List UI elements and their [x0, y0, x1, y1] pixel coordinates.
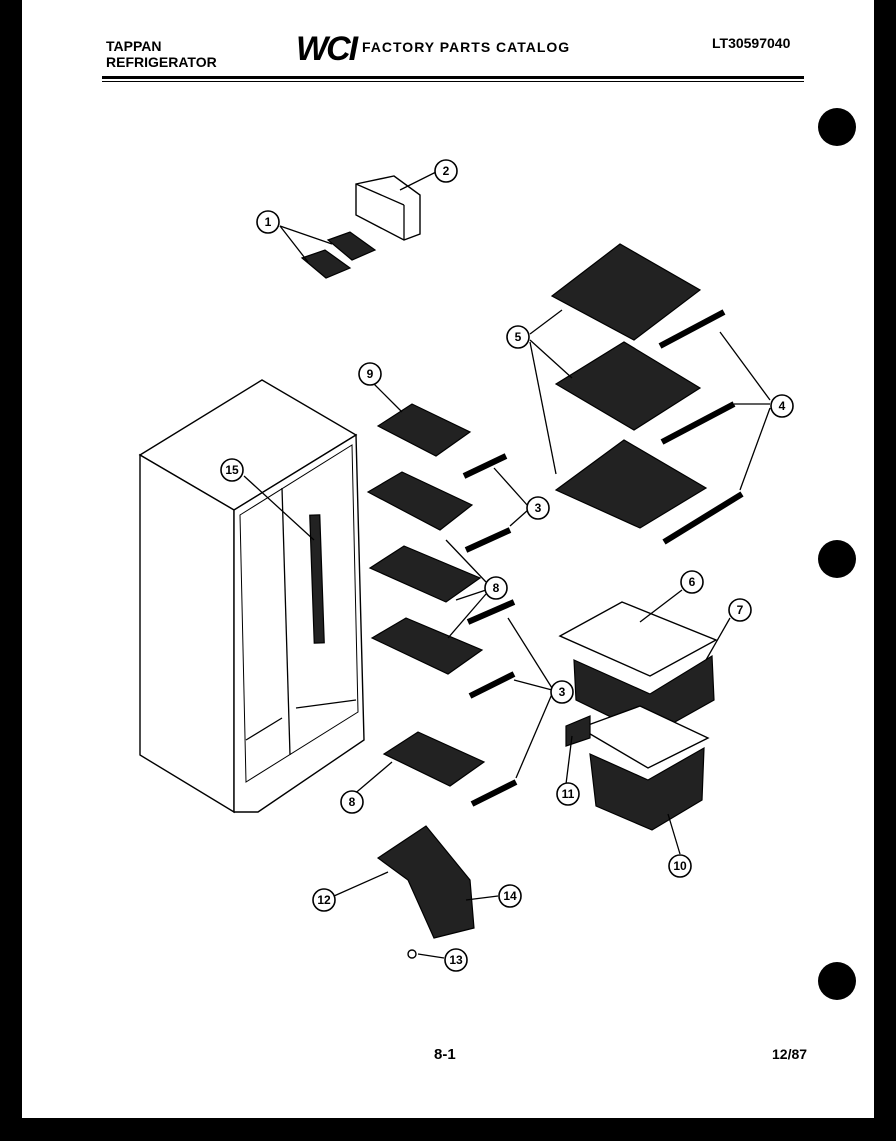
wci-logo: WCI — [296, 30, 358, 68]
binder-hole-top — [818, 108, 856, 146]
header-brand-line2: REFRIGERATOR — [106, 54, 217, 70]
crisper-assembly — [558, 601, 718, 831]
callout-7: 7 — [728, 598, 752, 622]
wire-basket — [376, 825, 475, 959]
page-number: 8-1 — [434, 1046, 456, 1063]
svg-text:6: 6 — [689, 575, 696, 589]
header-brand-line1: TAPPAN — [106, 38, 162, 54]
callout-8-middle: 8 — [484, 576, 508, 600]
svg-text:11: 11 — [562, 787, 575, 801]
left-shelf-rods — [462, 453, 518, 807]
svg-text:14: 14 — [503, 889, 517, 903]
callout-8-bottom: 8 — [340, 790, 364, 814]
cabinet-shell — [138, 379, 365, 814]
svg-text:13: 13 — [449, 953, 463, 967]
svg-text:2: 2 — [443, 164, 450, 178]
catalog-title: FACTORY PARTS CATALOG — [362, 39, 571, 55]
callout-2: 2 — [434, 159, 458, 183]
callout-3-upper: 3 — [526, 496, 550, 520]
header-brand: TAPPAN REFRIGERATOR — [106, 38, 217, 70]
header-rule — [102, 76, 804, 79]
callout-15: 15 — [220, 458, 244, 482]
callout-1: 1 — [256, 210, 280, 234]
left-shelves — [366, 403, 486, 787]
svg-text:3: 3 — [559, 685, 566, 699]
wire-shelves — [550, 243, 708, 529]
callout-9: 9 — [358, 362, 382, 386]
svg-text:8: 8 — [349, 795, 356, 809]
leader-lines — [243, 171, 771, 959]
svg-text:3: 3 — [535, 501, 542, 515]
svg-text:12: 12 — [317, 893, 331, 907]
svg-text:15: 15 — [225, 463, 239, 477]
callout-4: 4 — [770, 394, 794, 418]
svg-text:7: 7 — [737, 603, 744, 617]
svg-text:9: 9 — [367, 367, 374, 381]
egg-tray-and-bin — [300, 175, 421, 279]
callout-5: 5 — [506, 325, 530, 349]
svg-text:5: 5 — [515, 330, 522, 344]
callout-11: 11 — [556, 782, 580, 806]
callout-10: 10 — [668, 854, 692, 878]
shelf-rail — [309, 514, 325, 644]
print-date: 12/87 — [772, 1046, 808, 1062]
callout-3-lower: 3 — [550, 680, 574, 704]
callout-6: 6 — [680, 570, 704, 594]
header-rule-thin — [102, 81, 804, 82]
binder-hole-middle — [818, 540, 856, 578]
model-code: LT30597040 — [712, 35, 791, 51]
callout-14: 14 — [498, 884, 522, 908]
svg-text:1: 1 — [265, 215, 272, 229]
svg-text:10: 10 — [673, 859, 687, 873]
svg-text:8: 8 — [493, 581, 500, 595]
svg-text:4: 4 — [779, 399, 786, 413]
callout-13: 13 — [444, 948, 468, 972]
wire-shelf-rods — [658, 309, 744, 545]
binder-hole-bottom — [818, 962, 856, 1000]
callout-12: 12 — [312, 888, 336, 912]
